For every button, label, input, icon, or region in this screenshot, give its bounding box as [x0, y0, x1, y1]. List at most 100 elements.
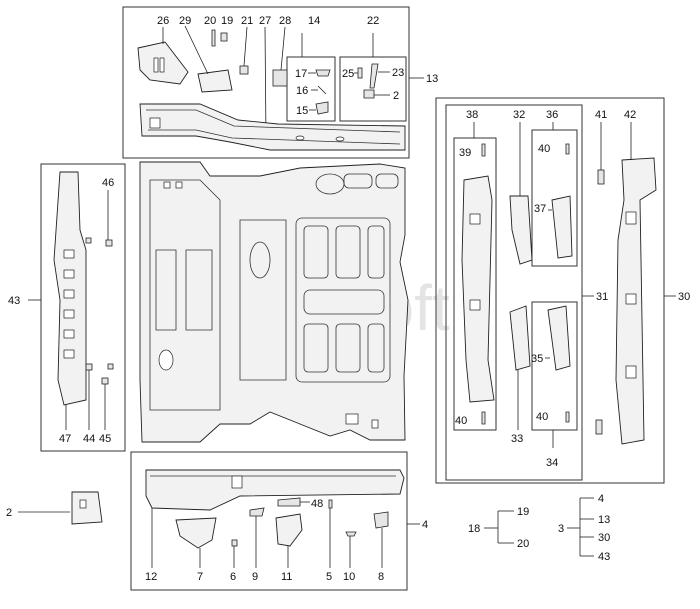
callout-42: 42	[624, 109, 636, 121]
part-35	[547, 305, 571, 371]
callout-40-38: 40	[455, 415, 467, 427]
legend-3-child-13: 13	[598, 514, 610, 526]
part-40-36	[565, 143, 570, 155]
callout-48: 48	[311, 498, 323, 510]
callout-26: 26	[157, 15, 169, 27]
callout-46: 46	[102, 177, 114, 189]
part-37	[551, 195, 573, 259]
callout-43: 43	[8, 295, 20, 307]
part-32	[509, 195, 533, 265]
part-40-bottom	[481, 411, 486, 425]
callout-31: 31	[596, 291, 608, 303]
group-13	[122, 6, 424, 159]
group-30-frame	[435, 97, 665, 484]
part-25	[357, 67, 363, 79]
part-33	[509, 305, 531, 371]
callout-2-top: 2	[393, 90, 399, 102]
callout-29: 29	[179, 15, 191, 27]
legend-3-child-30: 30	[598, 532, 610, 544]
callout-25: 25	[342, 68, 354, 80]
legend-18	[484, 510, 514, 544]
callout-9: 9	[252, 571, 258, 583]
group-13-frame	[122, 6, 410, 159]
part-40-34	[565, 411, 570, 423]
callout-17: 17	[295, 68, 307, 80]
legend-3	[567, 497, 594, 557]
callout-15: 15	[296, 105, 308, 117]
callout-7: 7	[197, 571, 203, 583]
legend-18-child-19: 19	[517, 506, 529, 518]
part-9	[249, 507, 265, 517]
callout-40-34: 40	[536, 411, 548, 423]
callout-35: 35	[531, 353, 543, 365]
legend-3-child-4: 4	[598, 493, 604, 505]
callout-39: 39	[459, 147, 471, 159]
callout-4: 4	[422, 519, 428, 531]
callout-11: 11	[281, 571, 292, 583]
callout-16: 16	[296, 85, 308, 97]
callout-33: 33	[511, 433, 523, 445]
callout-2-left: 2	[6, 507, 12, 519]
floor-panel	[139, 161, 409, 443]
callout-34: 34	[546, 457, 558, 469]
group-34-frame	[531, 301, 578, 431]
part-47-rail	[53, 171, 87, 406]
part-8	[373, 511, 389, 529]
part-45-nut	[101, 377, 109, 385]
callout-21: 21	[241, 15, 253, 27]
part-11	[275, 513, 303, 547]
part-20-clip	[211, 29, 216, 47]
callout-47: 47	[59, 433, 71, 445]
part-41	[597, 169, 605, 185]
callout-28: 28	[279, 15, 291, 27]
part-44-nut	[85, 363, 93, 371]
part-41b	[595, 419, 603, 435]
group-4	[130, 451, 420, 591]
part-16	[317, 85, 327, 95]
part-12-member	[145, 469, 405, 511]
part-44a-nut	[85, 237, 92, 244]
callout-8: 8	[378, 571, 384, 583]
callout-36: 36	[546, 109, 558, 121]
callout-6: 6	[230, 571, 236, 583]
part-19-nut	[220, 32, 228, 42]
callout-14: 14	[308, 15, 320, 27]
part-23	[369, 63, 379, 89]
callout-20: 20	[204, 15, 216, 27]
part-40-top	[481, 143, 486, 157]
callout-12: 12	[145, 571, 157, 583]
callout-27: 27	[259, 15, 271, 27]
part-21-nut	[239, 65, 249, 75]
callout-13: 13	[426, 73, 438, 85]
callout-32: 32	[513, 109, 525, 121]
callout-22: 22	[367, 15, 379, 27]
group-30	[435, 97, 676, 484]
part-17	[315, 69, 331, 77]
part-46-nut	[105, 239, 113, 247]
callout-30: 30	[678, 291, 690, 303]
part-29-plate	[197, 69, 233, 93]
legend-3-parent: 3	[558, 523, 564, 535]
group-36-frame	[531, 129, 578, 267]
callout-37: 37	[534, 203, 546, 215]
part-45a-nut	[107, 363, 114, 370]
part-7-bracket	[175, 517, 217, 549]
callout-41: 41	[595, 109, 607, 121]
part-5	[328, 499, 333, 509]
callout-38: 38	[466, 109, 478, 121]
callout-19: 19	[221, 15, 233, 27]
legend-3-child-43: 43	[598, 551, 610, 563]
part-2a	[363, 89, 375, 99]
callout-5: 5	[326, 571, 332, 583]
callout-23: 23	[392, 67, 404, 79]
callout-40-36: 40	[538, 143, 550, 155]
group-31-frame	[445, 104, 583, 481]
legend-18-parent: 18	[468, 523, 480, 535]
callout-labels: 26 29 20 19 21 27 28 14 22 17 16 15 25 2…	[6, 15, 690, 583]
legend-18-child-20: 20	[517, 538, 529, 550]
group-38-frame	[453, 137, 497, 431]
group-14-frame	[286, 56, 336, 122]
floor-panel-assembly	[139, 161, 409, 443]
part-15	[315, 101, 329, 115]
